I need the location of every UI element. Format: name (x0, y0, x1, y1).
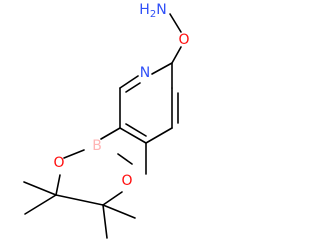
bond-o2-cq2 (55, 174, 61, 196)
bond-cq1-me1 (102, 204, 136, 219)
bond-c5-b (100, 127, 121, 140)
atom-amine: H2N (139, 2, 166, 20)
bond-n1-c6-b (125, 82, 141, 93)
bond-cq1-me2 (102, 204, 108, 239)
bond-b-o1 (117, 153, 133, 165)
atom-pyridine-nitrogen: N (140, 65, 150, 81)
bond-c5-c4-b (125, 123, 147, 137)
bonds (23, 13, 182, 239)
molecule-diagram: H2N O N B O O (23, 2, 190, 239)
atom-ether-oxygen: O (178, 32, 189, 48)
bond-n-o (169, 13, 182, 33)
bond-b-o2 (63, 149, 85, 159)
bond-cq2-me1 (23, 181, 57, 196)
bond-c4-c3 (145, 127, 173, 144)
structure-svg: H2N O N B O O (23, 2, 190, 239)
bond-o1-cq1 (102, 191, 123, 206)
bond-cq2-me2 (24, 194, 57, 215)
bond-n1-c6-a (119, 75, 139, 89)
bond-o-c2 (171, 46, 182, 64)
bond-c2-n1 (151, 62, 173, 75)
bond-c5-c4-a (119, 127, 147, 144)
atom-labels: H2N O N B O O (53, 2, 189, 189)
atom-boron: B (92, 138, 102, 154)
atom-ring-oxygen-1: O (121, 173, 132, 189)
bond-cq-cq (55, 194, 104, 206)
atom-ring-oxygen-2: O (53, 155, 64, 171)
